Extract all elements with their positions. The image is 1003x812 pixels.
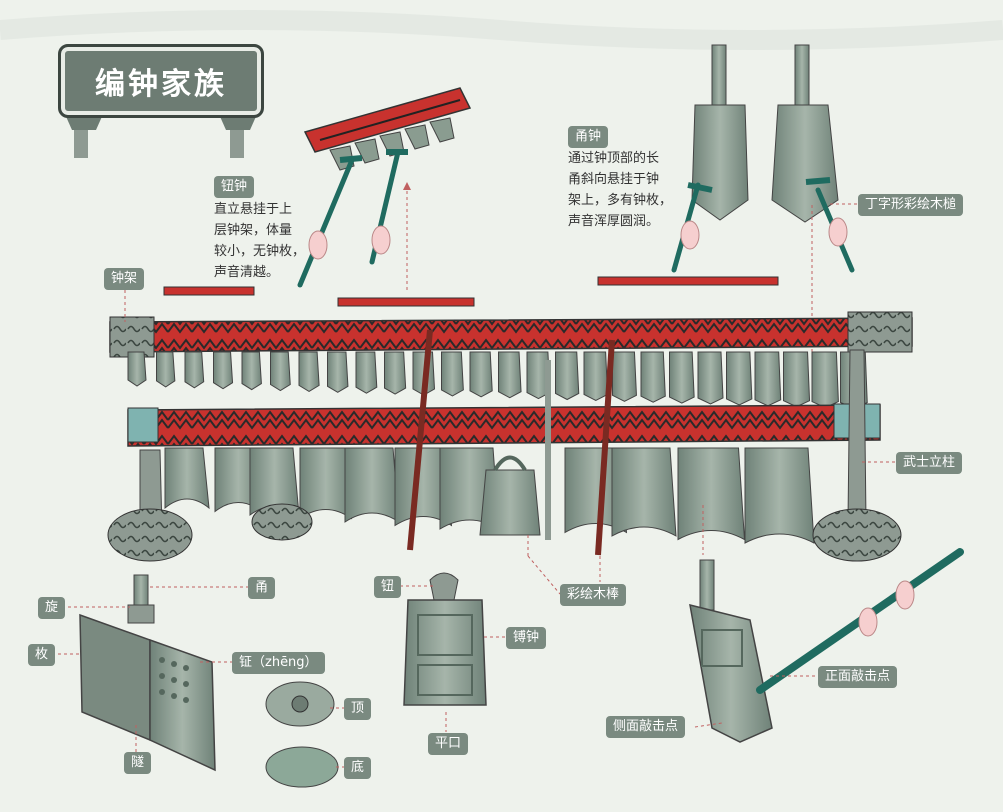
- label-pingkou: 平口: [428, 733, 469, 755]
- label-warrior-pillar: 武士立柱: [896, 452, 963, 474]
- upper-bell: [526, 351, 551, 400]
- label-ding: 顶: [344, 698, 372, 720]
- label-side-strike-point: 侧面敲击点: [606, 716, 686, 738]
- upper-bell: [441, 351, 464, 397]
- upper-bell: [184, 351, 205, 389]
- desc-niuzhong-line: 层钟架，体量: [214, 223, 293, 238]
- lower-bell: [299, 447, 353, 520]
- lower-bell: [744, 447, 815, 544]
- label-mei: 枚: [28, 644, 56, 666]
- label-zheng: 钲（zhēng）: [232, 652, 325, 674]
- lower-bell: [677, 447, 746, 541]
- title-pillar-left: [64, 112, 104, 158]
- upper-bell: [241, 351, 262, 391]
- desc-yongzhong-line: 架上，多有钟枚，: [568, 193, 673, 208]
- upper-bell: [697, 351, 724, 405]
- desc-niuzhong-line: 直立悬挂于上: [214, 202, 293, 217]
- bell-parts-illustration: [79, 574, 339, 788]
- upper-bell: [811, 351, 839, 409]
- bozhong-illustration: [403, 572, 487, 706]
- upper-bell: [127, 351, 147, 387]
- warrior-pillar-mid: [251, 503, 313, 541]
- leader-lines: [58, 203, 895, 768]
- desc-niuzhong-line: 声音清越。: [214, 265, 280, 280]
- label-di: 底: [344, 757, 372, 779]
- upper-bell: [355, 351, 378, 394]
- label-yongzhong: 甬钟: [568, 126, 609, 148]
- page-title-box: 编钟家族: [58, 44, 264, 118]
- lower-bell: [611, 447, 677, 537]
- lower-bell: [344, 447, 400, 523]
- label-front-strike-point: 正面敲击点: [818, 666, 898, 688]
- upper-bell: [298, 351, 320, 392]
- upper-bell: [213, 351, 234, 390]
- lower-bell: [164, 447, 210, 510]
- label-niu: 钮: [374, 576, 402, 598]
- upper-bell: [640, 351, 666, 403]
- upper-bell: [498, 351, 522, 399]
- upper-bell: [327, 351, 349, 393]
- page-title: 编钟家族: [95, 67, 227, 102]
- warrior-pillar-left: [107, 449, 193, 562]
- upper-bell: [156, 351, 176, 388]
- yongzhong-illustration: [671, 44, 855, 370]
- title-pillar-right: [218, 112, 258, 158]
- niuzhong-frame-illustration: [297, 87, 472, 292]
- upper-bell: [669, 351, 695, 404]
- label-dingzi-mallet: 丁字形彩绘木槌: [858, 194, 964, 216]
- upper-bell: [384, 351, 407, 395]
- upper-bell: [583, 351, 609, 401]
- desc-niuzhong: 直立悬挂于上 层钟架，体量 较小，无钟枚， 声音清越。: [214, 199, 324, 283]
- desc-yongzhong-line: 通过钟顶部的长: [568, 151, 660, 166]
- upper-bell: [754, 351, 782, 407]
- upper-bell: [555, 351, 580, 401]
- upper-bell: [612, 351, 637, 402]
- upper-bell: [783, 351, 811, 408]
- strike-points-illustration: [689, 505, 964, 743]
- upper-bell: [270, 351, 291, 392]
- desc-yongzhong-line: 甬斜向悬挂于钟: [568, 172, 660, 187]
- upper-bell: [726, 351, 753, 406]
- label-sui: 隧: [124, 752, 152, 774]
- label-niuzhong: 钮钟: [214, 176, 255, 198]
- main-bell-rack: [107, 276, 913, 562]
- warrior-pillar-right: [812, 349, 902, 562]
- label-bozhong: 镈钟: [506, 627, 547, 649]
- desc-yongzhong: 通过钟顶部的长 甬斜向悬挂于钟 架上，多有钟枚， 声音浑厚圆润。: [568, 148, 688, 232]
- label-zhongjia: 钟架: [104, 268, 145, 290]
- label-xuan: 旋: [38, 597, 66, 619]
- desc-niuzhong-line: 较小，无钟枚，: [214, 244, 306, 259]
- desc-yongzhong-line: 声音浑厚圆润。: [568, 214, 660, 229]
- label-yong: 甬: [248, 577, 276, 599]
- lower-bell: [394, 447, 453, 527]
- label-caihui-stick: 彩绘木棒: [560, 584, 627, 606]
- upper-bell: [469, 351, 493, 398]
